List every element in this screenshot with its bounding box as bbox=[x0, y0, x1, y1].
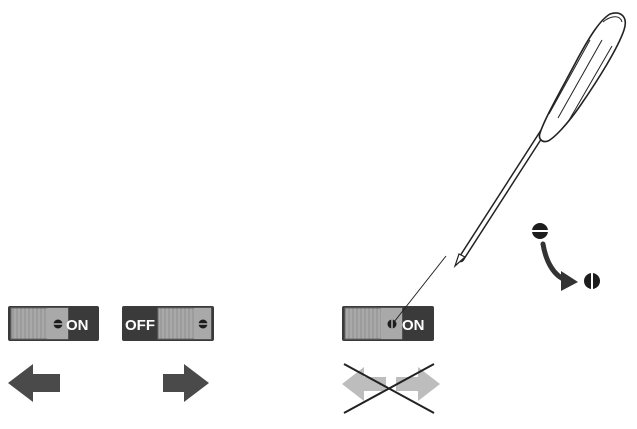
right-arrow-disabled-icon bbox=[396, 367, 440, 401]
cross-line bbox=[343, 363, 435, 414]
right-arrow-icon bbox=[163, 364, 209, 402]
switch-label-on: ON bbox=[402, 317, 425, 334]
left-arrow-icon bbox=[8, 364, 60, 402]
switch-3[interactable]: ON bbox=[342, 306, 434, 341]
screwdriver-icon bbox=[393, 12, 626, 323]
switch-2[interactable]: OFF bbox=[122, 306, 214, 341]
crossed-double-arrow-icon bbox=[342, 363, 440, 414]
switch-label-off: OFF bbox=[125, 317, 155, 334]
left-arrow-disabled-icon bbox=[342, 367, 386, 401]
switch-label-on: ON bbox=[66, 317, 89, 334]
leader-line bbox=[393, 255, 447, 323]
screwdriver-handle bbox=[538, 12, 626, 143]
rotation-hint bbox=[532, 223, 600, 291]
switch-1[interactable]: ON bbox=[8, 306, 99, 341]
